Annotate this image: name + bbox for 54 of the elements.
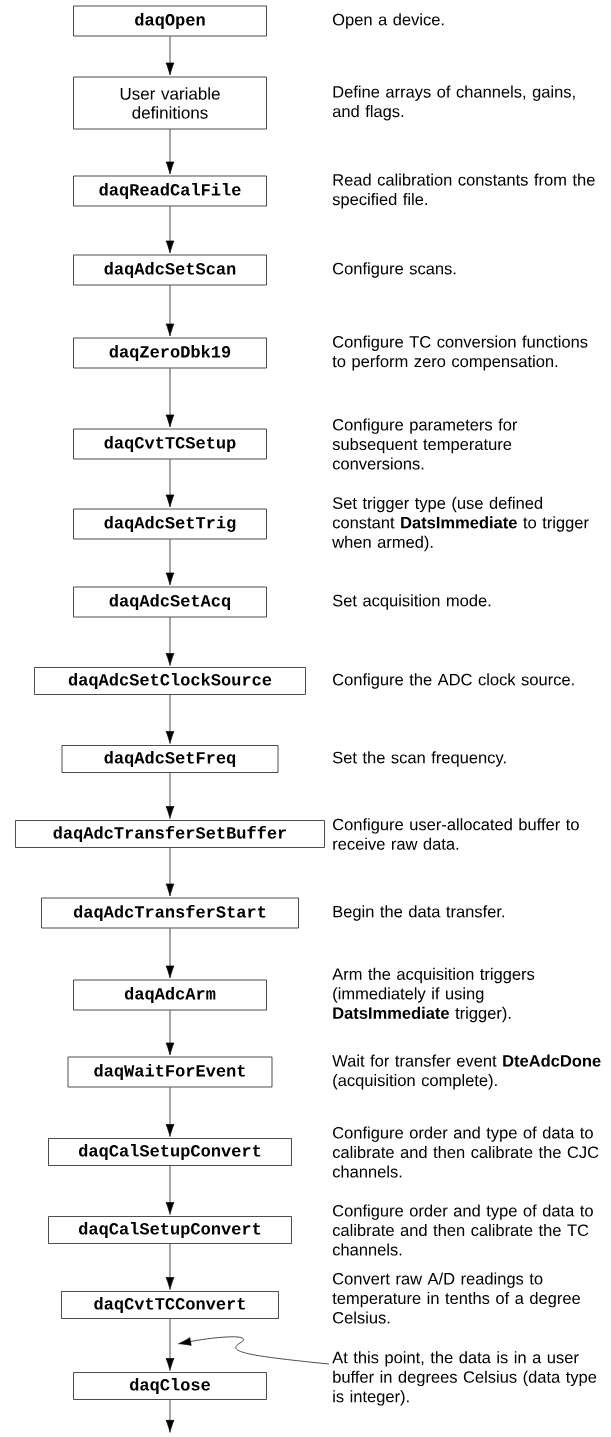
arrow — [165, 539, 175, 586]
step-description: Set acquisition mode. — [332, 594, 491, 610]
step-description: Set trigger type (use defined constant DatsImmediate to trigger when armed). — [332, 496, 589, 552]
arrow — [165, 1243, 175, 1290]
step-box: daqOpen — [73, 5, 267, 37]
step-description: Set the scan frequency. — [332, 751, 506, 767]
step-description: Configure scans. — [333, 262, 456, 278]
step-description: Open a device. — [333, 13, 444, 29]
step-box: daqCalSetupConvert — [48, 1216, 292, 1244]
step-box: daqCalSetupConvert — [48, 1138, 292, 1166]
arrow — [165, 206, 175, 254]
arrow — [165, 1010, 175, 1056]
callout-text: At this point, the data is in a user buffer in degrees Celsius (data type is integer). — [332, 1351, 597, 1406]
step-box: daqReadCalFile — [73, 175, 267, 207]
step-box: daqZeroDbk19 — [73, 337, 267, 369]
step-description: Configure order and type of data to calibrate and then calibrate the TC channels. — [332, 1204, 593, 1256]
step-box: daqAdcTransferStart — [41, 897, 299, 929]
arrow — [165, 285, 175, 337]
arrow — [165, 1087, 175, 1137]
step-description: Configure parameters for subsequent temperature conversions. — [332, 418, 518, 470]
arrow — [165, 928, 175, 979]
step-box: daqAdcArm — [73, 979, 267, 1011]
step-description: Read calibration constants from the specified file. — [332, 173, 595, 209]
step-box: daqAdcSetScan — [73, 254, 267, 286]
step-description: Define arrays of channels, gains, and flags. — [332, 85, 575, 121]
step-box: daqAdcSetClockSource — [34, 667, 306, 695]
step-description: Begin the data transfer. — [333, 905, 505, 921]
arrow — [165, 772, 175, 819]
arrow — [165, 36, 175, 76]
arrow — [165, 1165, 175, 1215]
step-box: daqCvtTCConvert — [61, 1291, 279, 1319]
arrow — [165, 617, 175, 666]
step-box: daqAdcSetFreq — [61, 745, 279, 773]
step-box: daqCvtTCSetup — [73, 428, 267, 460]
step-box: daqWaitForEvent — [67, 1056, 273, 1088]
leader-line — [178, 1336, 330, 1365]
arrow — [165, 694, 175, 744]
arrow — [165, 368, 175, 428]
arrow — [165, 1318, 175, 1371]
step-description: Wait for transfer event DteAdcDone (acquisition complete). — [332, 1054, 601, 1090]
arrow — [165, 1399, 175, 1433]
arrow — [165, 459, 175, 508]
step-box: daqClose — [73, 1372, 267, 1400]
step-description: Configure the ADC clock source. — [333, 673, 574, 689]
step-description: Configure order and type of data to calibrate and then calibrate the CJC channels. — [332, 1126, 599, 1178]
step-description: Convert raw A/D readings to temperature in tenths of a degree Celsius. — [332, 1272, 580, 1324]
step-box: daqAdcSetTrig — [73, 508, 267, 540]
arrow — [165, 129, 175, 175]
step-description: Arm the acquisition triggers (immediately if using DatsImmediate trigger). — [332, 967, 535, 1023]
step-box: User variable definitions — [73, 76, 267, 130]
step-box: daqAdcSetAcq — [73, 586, 267, 618]
step-description: Configure TC conversion functions to perform zero compensation. — [332, 335, 588, 371]
step-box: daqAdcTransferSetBuffer — [15, 820, 325, 848]
arrow — [165, 847, 175, 897]
